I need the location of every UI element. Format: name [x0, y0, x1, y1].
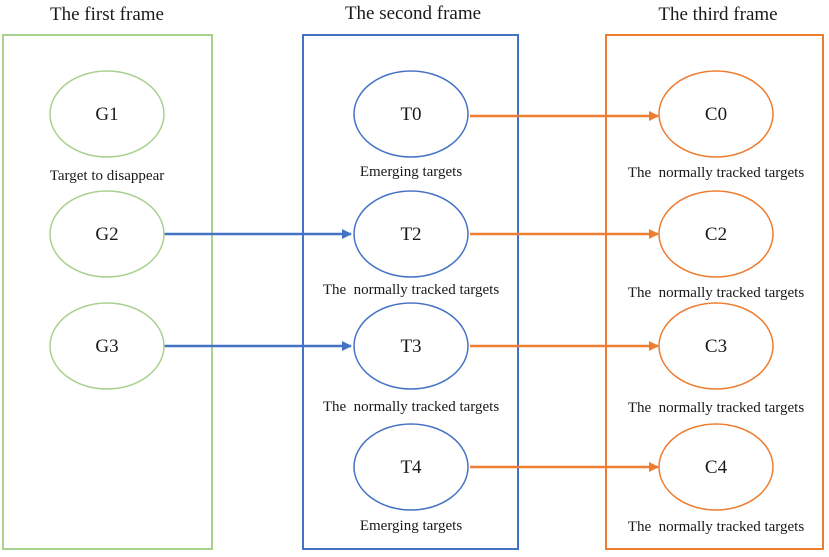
node-c4-caption: The normally tracked targets	[628, 519, 804, 535]
node-g1-caption: Target to disappear	[50, 168, 164, 184]
node-t4-circle	[353, 423, 469, 511]
node-c4-circle	[658, 423, 774, 511]
first-frame-box	[2, 34, 213, 550]
node-t4-caption: Emerging targets	[360, 518, 463, 534]
node-c2-caption: The normally tracked targets	[628, 285, 804, 301]
node-t3-label: T3	[400, 336, 421, 357]
node-t0: T0	[353, 70, 469, 158]
second-frame-box	[302, 34, 519, 550]
node-t4-label: T4	[400, 457, 422, 478]
node-g3-circle	[49, 302, 165, 390]
third-frame-title: The third frame	[658, 4, 777, 25]
node-t2-caption: The normally tracked targets	[323, 282, 499, 298]
node-c4: C4	[658, 423, 774, 511]
node-t4: T4	[353, 423, 469, 511]
node-t0-label: T0	[400, 104, 421, 125]
node-t3: T3	[353, 302, 469, 390]
node-g2-label: G2	[95, 224, 118, 245]
node-t2: T2	[353, 190, 469, 278]
node-t3-caption: The normally tracked targets	[323, 399, 499, 415]
node-g3-label: G3	[95, 336, 118, 357]
node-c0-caption: The normally tracked targets	[628, 165, 804, 181]
node-c3-caption: The normally tracked targets	[628, 400, 804, 416]
node-c0-label: C0	[705, 104, 727, 125]
node-c0: C0	[658, 70, 774, 158]
node-g3: G3	[49, 302, 165, 390]
second-frame-title: The second frame	[345, 3, 481, 24]
node-g1: G1	[49, 70, 165, 158]
third-frame-box	[605, 34, 824, 550]
node-t0-circle	[353, 70, 469, 158]
node-c3: C3	[658, 302, 774, 390]
node-c3-label: C3	[705, 336, 727, 357]
node-c2-label: C2	[705, 224, 727, 245]
node-t3-circle	[353, 302, 469, 390]
node-c3-circle	[658, 302, 774, 390]
node-c2-circle	[658, 190, 774, 278]
node-t2-circle	[353, 190, 469, 278]
node-g1-label: G1	[95, 104, 118, 125]
node-c4-label: C4	[705, 457, 728, 478]
node-c0-circle	[658, 70, 774, 158]
node-c2: C2	[658, 190, 774, 278]
node-t0-caption: Emerging targets	[360, 164, 463, 180]
node-g2: G2	[49, 190, 165, 278]
first-frame-title: The first frame	[50, 4, 164, 25]
node-g1-circle	[49, 70, 165, 158]
node-g2-circle	[49, 190, 165, 278]
node-t2-label: T2	[400, 224, 421, 245]
